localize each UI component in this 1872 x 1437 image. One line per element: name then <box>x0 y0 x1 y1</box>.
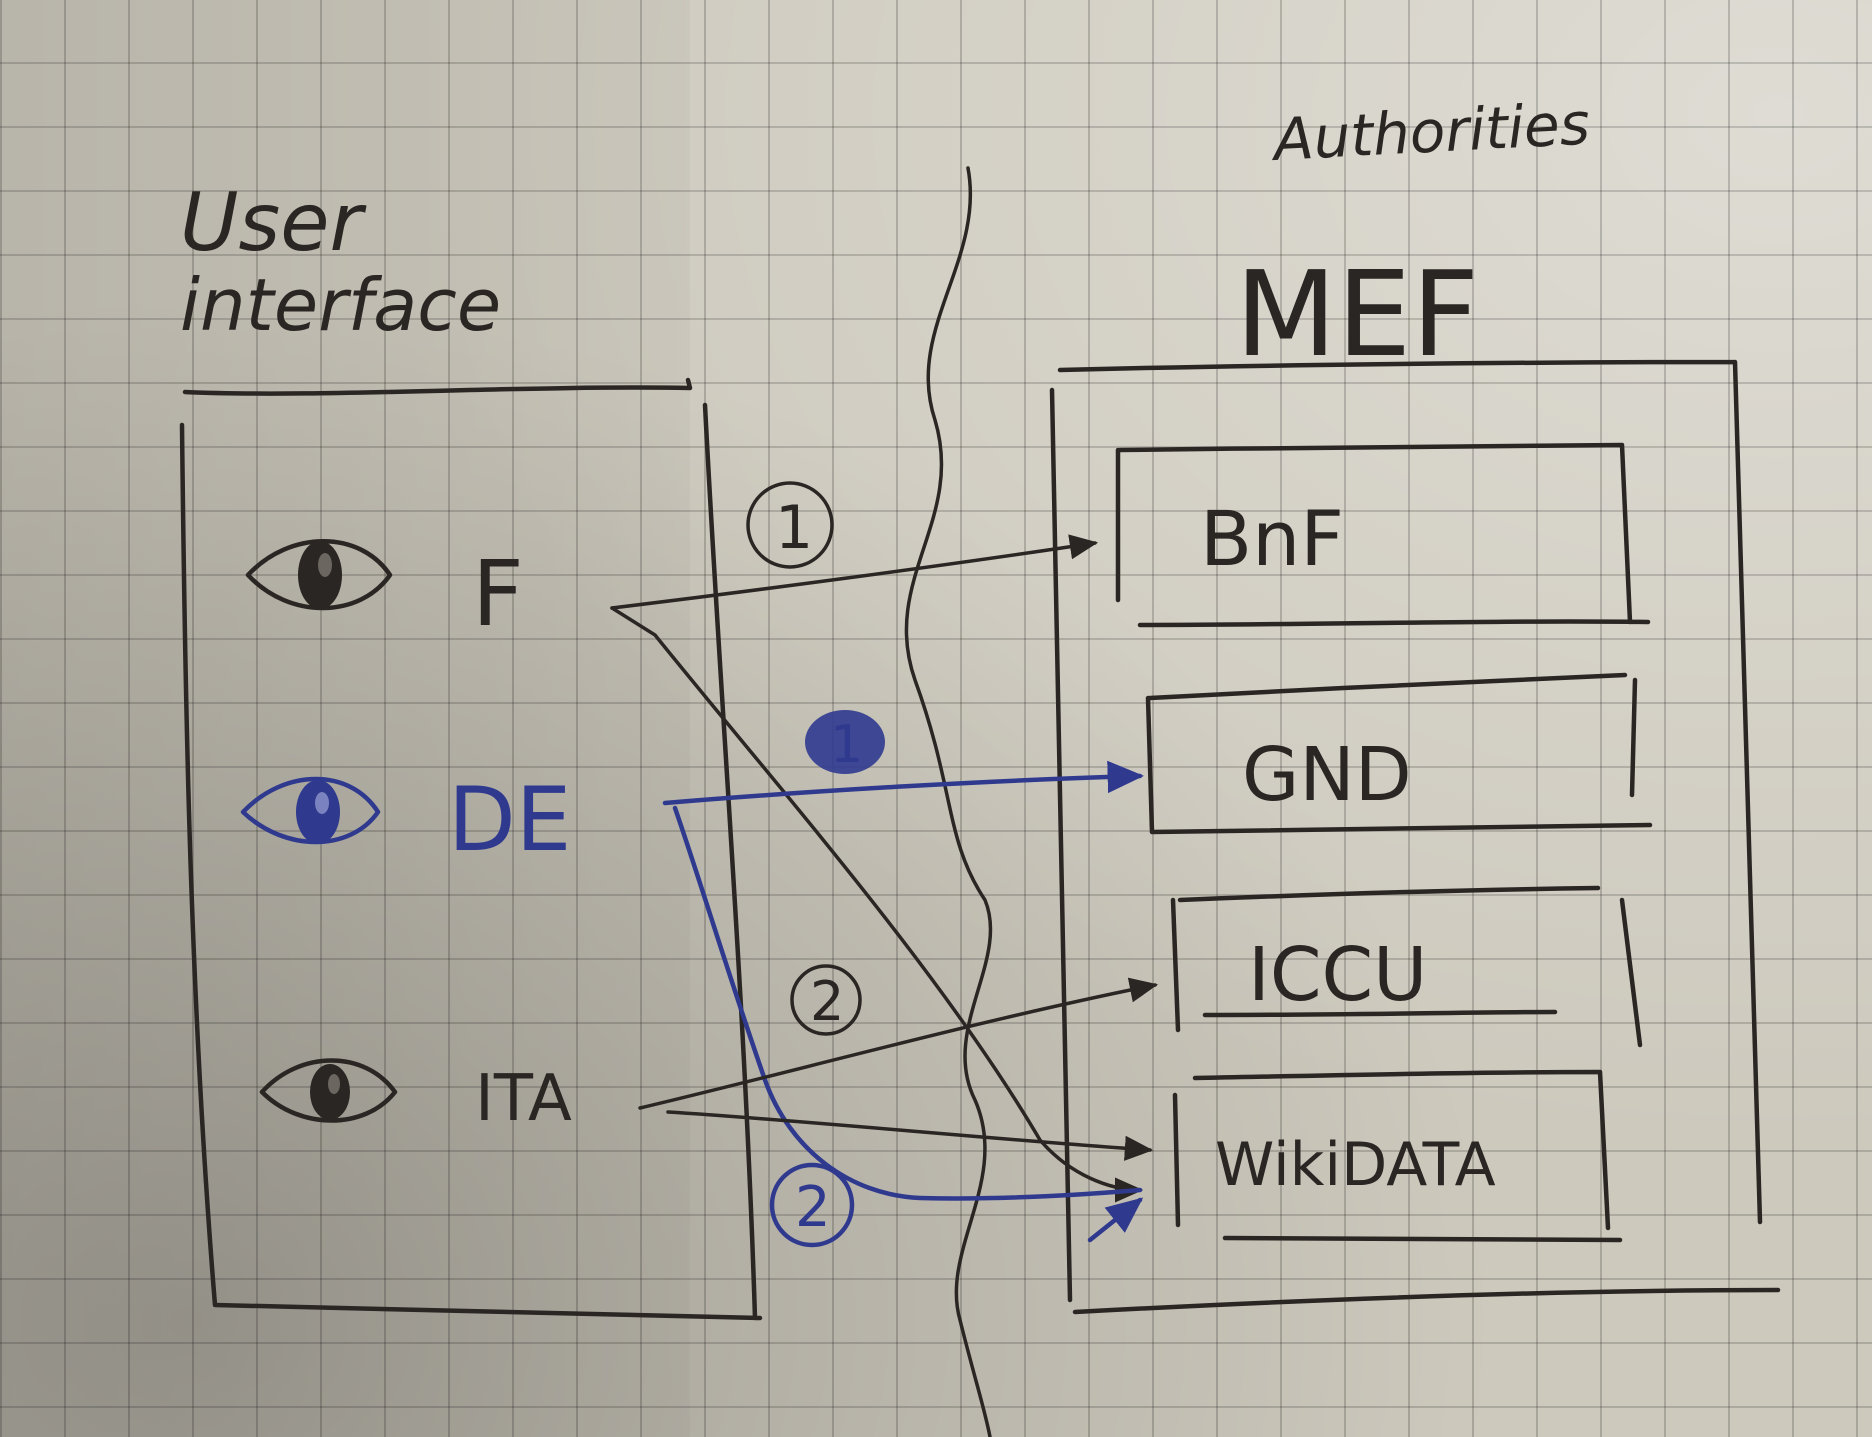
svg-text:1: 1 <box>775 493 813 563</box>
source-box-gnd: GND <box>1145 672 1653 835</box>
step-1-blue-badge: 1 <box>805 710 885 775</box>
arrow-f-to-wikidata <box>610 606 1144 1203</box>
step-2-black-badge: 2 <box>790 964 862 1036</box>
eye-icon <box>245 539 393 611</box>
eye-icon <box>240 776 381 845</box>
svg-text:WikiDATA: WikiDATA <box>1215 1130 1496 1200</box>
svg-text:2: 2 <box>810 970 844 1033</box>
authorities-heading: Authorities <box>1268 90 1591 175</box>
source-box-bnf: BnF <box>1115 442 1651 628</box>
step-1-black-badge: 1 <box>746 481 834 569</box>
svg-text:BnF: BnF <box>1200 494 1344 583</box>
wavy-divider <box>904 166 993 1437</box>
source-box-wikidata: WikiDATA <box>1172 1069 1623 1243</box>
ui-box <box>179 402 763 1321</box>
ui-box-top <box>182 377 693 396</box>
arrow-f-to-bnf <box>610 534 1099 610</box>
svg-text:2: 2 <box>795 1175 831 1240</box>
svg-text:GND: GND <box>1242 732 1412 818</box>
arrow-ita-to-wikidata <box>666 1110 1154 1161</box>
lang-ita: ITA <box>475 1062 572 1136</box>
ui-title-line1: User <box>180 176 367 269</box>
lang-f: F <box>472 542 524 647</box>
mef-title: MEF <box>1235 245 1479 383</box>
mef-box <box>1049 359 1781 1315</box>
eye-icon <box>259 1058 398 1123</box>
source-box-iccu: ICCU <box>1170 885 1643 1048</box>
ui-title-line2: interface <box>180 263 501 347</box>
arrow-ita-to-iccu <box>638 977 1159 1110</box>
lang-de: DE <box>448 768 571 871</box>
svg-text:ICCU: ICCU <box>1248 932 1427 1018</box>
step-2-blue-badge: 2 <box>769 1162 855 1248</box>
arrow-de-to-wikidata <box>672 805 1140 1243</box>
arrow-de-to-gnd <box>662 760 1145 806</box>
svg-text:1: 1 <box>830 715 863 775</box>
